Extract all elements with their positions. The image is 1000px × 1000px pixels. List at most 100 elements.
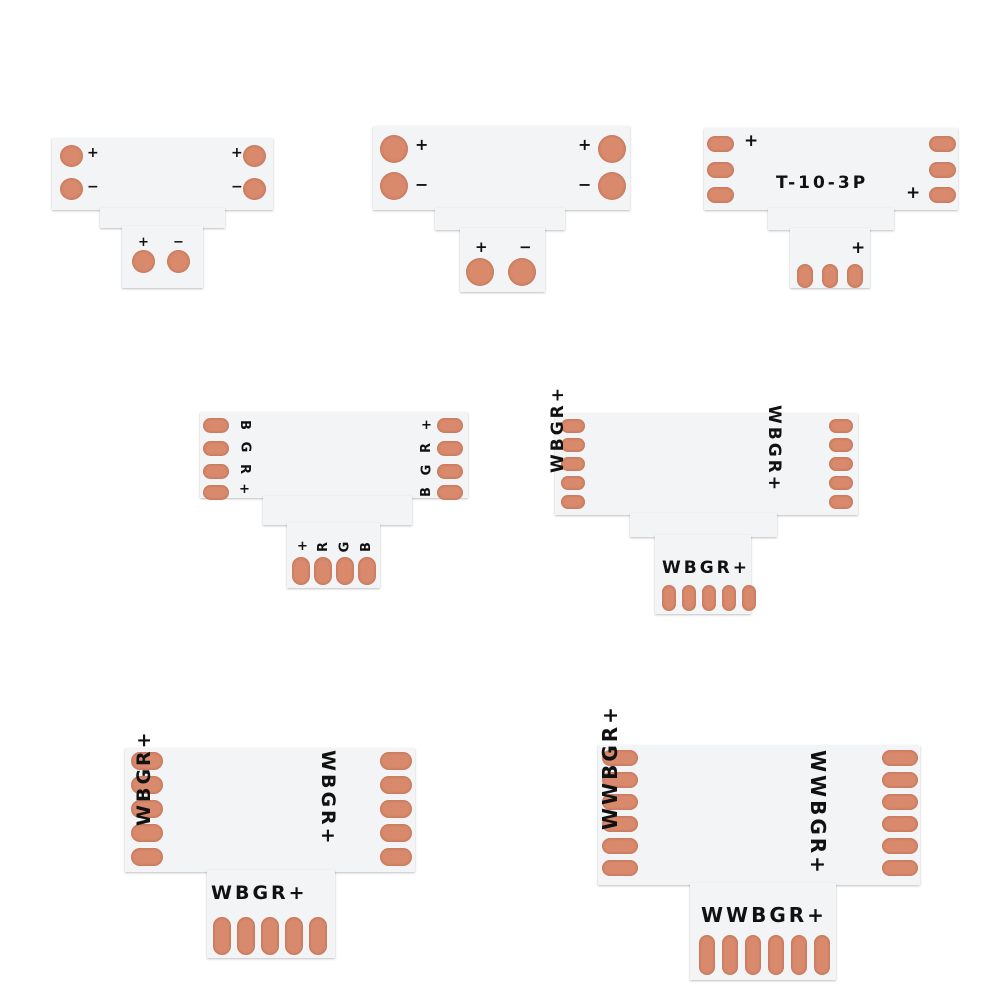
copper-pad [829, 438, 853, 452]
pin-label: − [578, 175, 595, 194]
pin-label: + [744, 131, 762, 151]
copper-pad [380, 848, 412, 866]
copper-pad [292, 557, 310, 585]
copper-pad [437, 485, 463, 500]
copper-pad [682, 585, 696, 611]
pcb-board [598, 745, 920, 885]
copper-pad [882, 860, 918, 876]
copper-pad [602, 794, 638, 810]
copper-pad [336, 557, 354, 585]
copper-pad [768, 935, 784, 975]
pcb-board [555, 413, 858, 515]
copper-pad [466, 258, 494, 286]
pin-label: + [87, 145, 100, 161]
copper-pad [380, 135, 408, 163]
copper-pad [722, 935, 738, 975]
pin-label: + [415, 135, 432, 154]
copper-pad [882, 838, 918, 854]
pin-label: T-10-3P [776, 173, 869, 193]
copper-pad [882, 816, 918, 832]
pin-label: B [236, 420, 252, 431]
pin-label: + [297, 539, 309, 554]
copper-pad [707, 136, 734, 152]
pin-label: − [415, 175, 432, 194]
pin-label: G [237, 441, 253, 454]
copper-pad [380, 800, 412, 818]
pin-label: WBGR+ [133, 729, 155, 826]
pin-label: + [231, 145, 244, 161]
copper-pad [847, 264, 863, 288]
pin-label: − [231, 179, 244, 195]
copper-pad [814, 935, 830, 975]
copper-pad [203, 441, 229, 456]
pin-label: WBGR+ [764, 405, 784, 493]
pin-label: WBGR+ [662, 558, 750, 578]
pcb-board [435, 208, 565, 230]
copper-pad [722, 585, 736, 611]
pin-label: WWBGR+ [701, 903, 827, 927]
pin-label: R [316, 540, 332, 553]
pin-label: WBGR+ [317, 750, 339, 847]
copper-pad [358, 557, 376, 585]
copper-pad [598, 172, 626, 200]
copper-pad [309, 917, 327, 955]
pin-label: R [419, 441, 435, 454]
copper-pad [707, 162, 734, 178]
copper-pad [707, 187, 734, 203]
copper-pad [261, 917, 279, 955]
copper-pad [602, 838, 638, 854]
pin-label: R [237, 463, 253, 476]
copper-pad [602, 860, 638, 876]
pcb-board [373, 126, 630, 210]
copper-pad [561, 438, 585, 452]
copper-pad [829, 476, 853, 490]
pcb-board [630, 513, 777, 537]
copper-pad [243, 145, 266, 167]
copper-pad [882, 750, 918, 766]
copper-pad [829, 495, 853, 509]
pin-label: + [421, 418, 433, 433]
copper-pad [829, 457, 853, 471]
pin-label: WBGR+ [548, 385, 568, 473]
copper-pad [437, 441, 463, 456]
copper-pad [882, 794, 918, 810]
pcb-board [704, 128, 958, 210]
copper-pad [314, 557, 332, 585]
copper-pad [132, 250, 155, 273]
copper-pad [131, 752, 163, 770]
copper-pad [380, 752, 412, 770]
copper-pad [561, 476, 585, 490]
copper-pad [662, 585, 676, 611]
pin-label: + [578, 135, 595, 154]
copper-pad [702, 585, 716, 611]
copper-pad [131, 824, 163, 842]
pcb-board [125, 748, 415, 872]
pin-label: G [337, 540, 353, 553]
copper-pad [237, 917, 255, 955]
pin-label: − [87, 179, 100, 195]
copper-pad [60, 145, 83, 167]
pcb-board [100, 208, 225, 228]
pin-label: + [475, 238, 489, 256]
copper-pad [602, 750, 638, 766]
copper-pad [602, 816, 638, 832]
pin-label: − [519, 238, 533, 256]
copper-pad [380, 824, 412, 842]
copper-pad [791, 935, 807, 975]
copper-pad [561, 495, 585, 509]
copper-pad [508, 258, 536, 286]
copper-pad [745, 935, 761, 975]
copper-pad [167, 250, 190, 273]
pin-label: B [358, 541, 374, 552]
copper-pad [929, 187, 956, 203]
copper-pad [131, 848, 163, 866]
pin-label: + [138, 235, 150, 250]
copper-pad [203, 418, 229, 433]
pcb-board [768, 208, 894, 230]
copper-pad [203, 485, 229, 500]
pcb-board [200, 412, 468, 498]
copper-pad [699, 935, 715, 975]
pin-label: + [906, 183, 924, 203]
copper-pad [561, 419, 585, 433]
